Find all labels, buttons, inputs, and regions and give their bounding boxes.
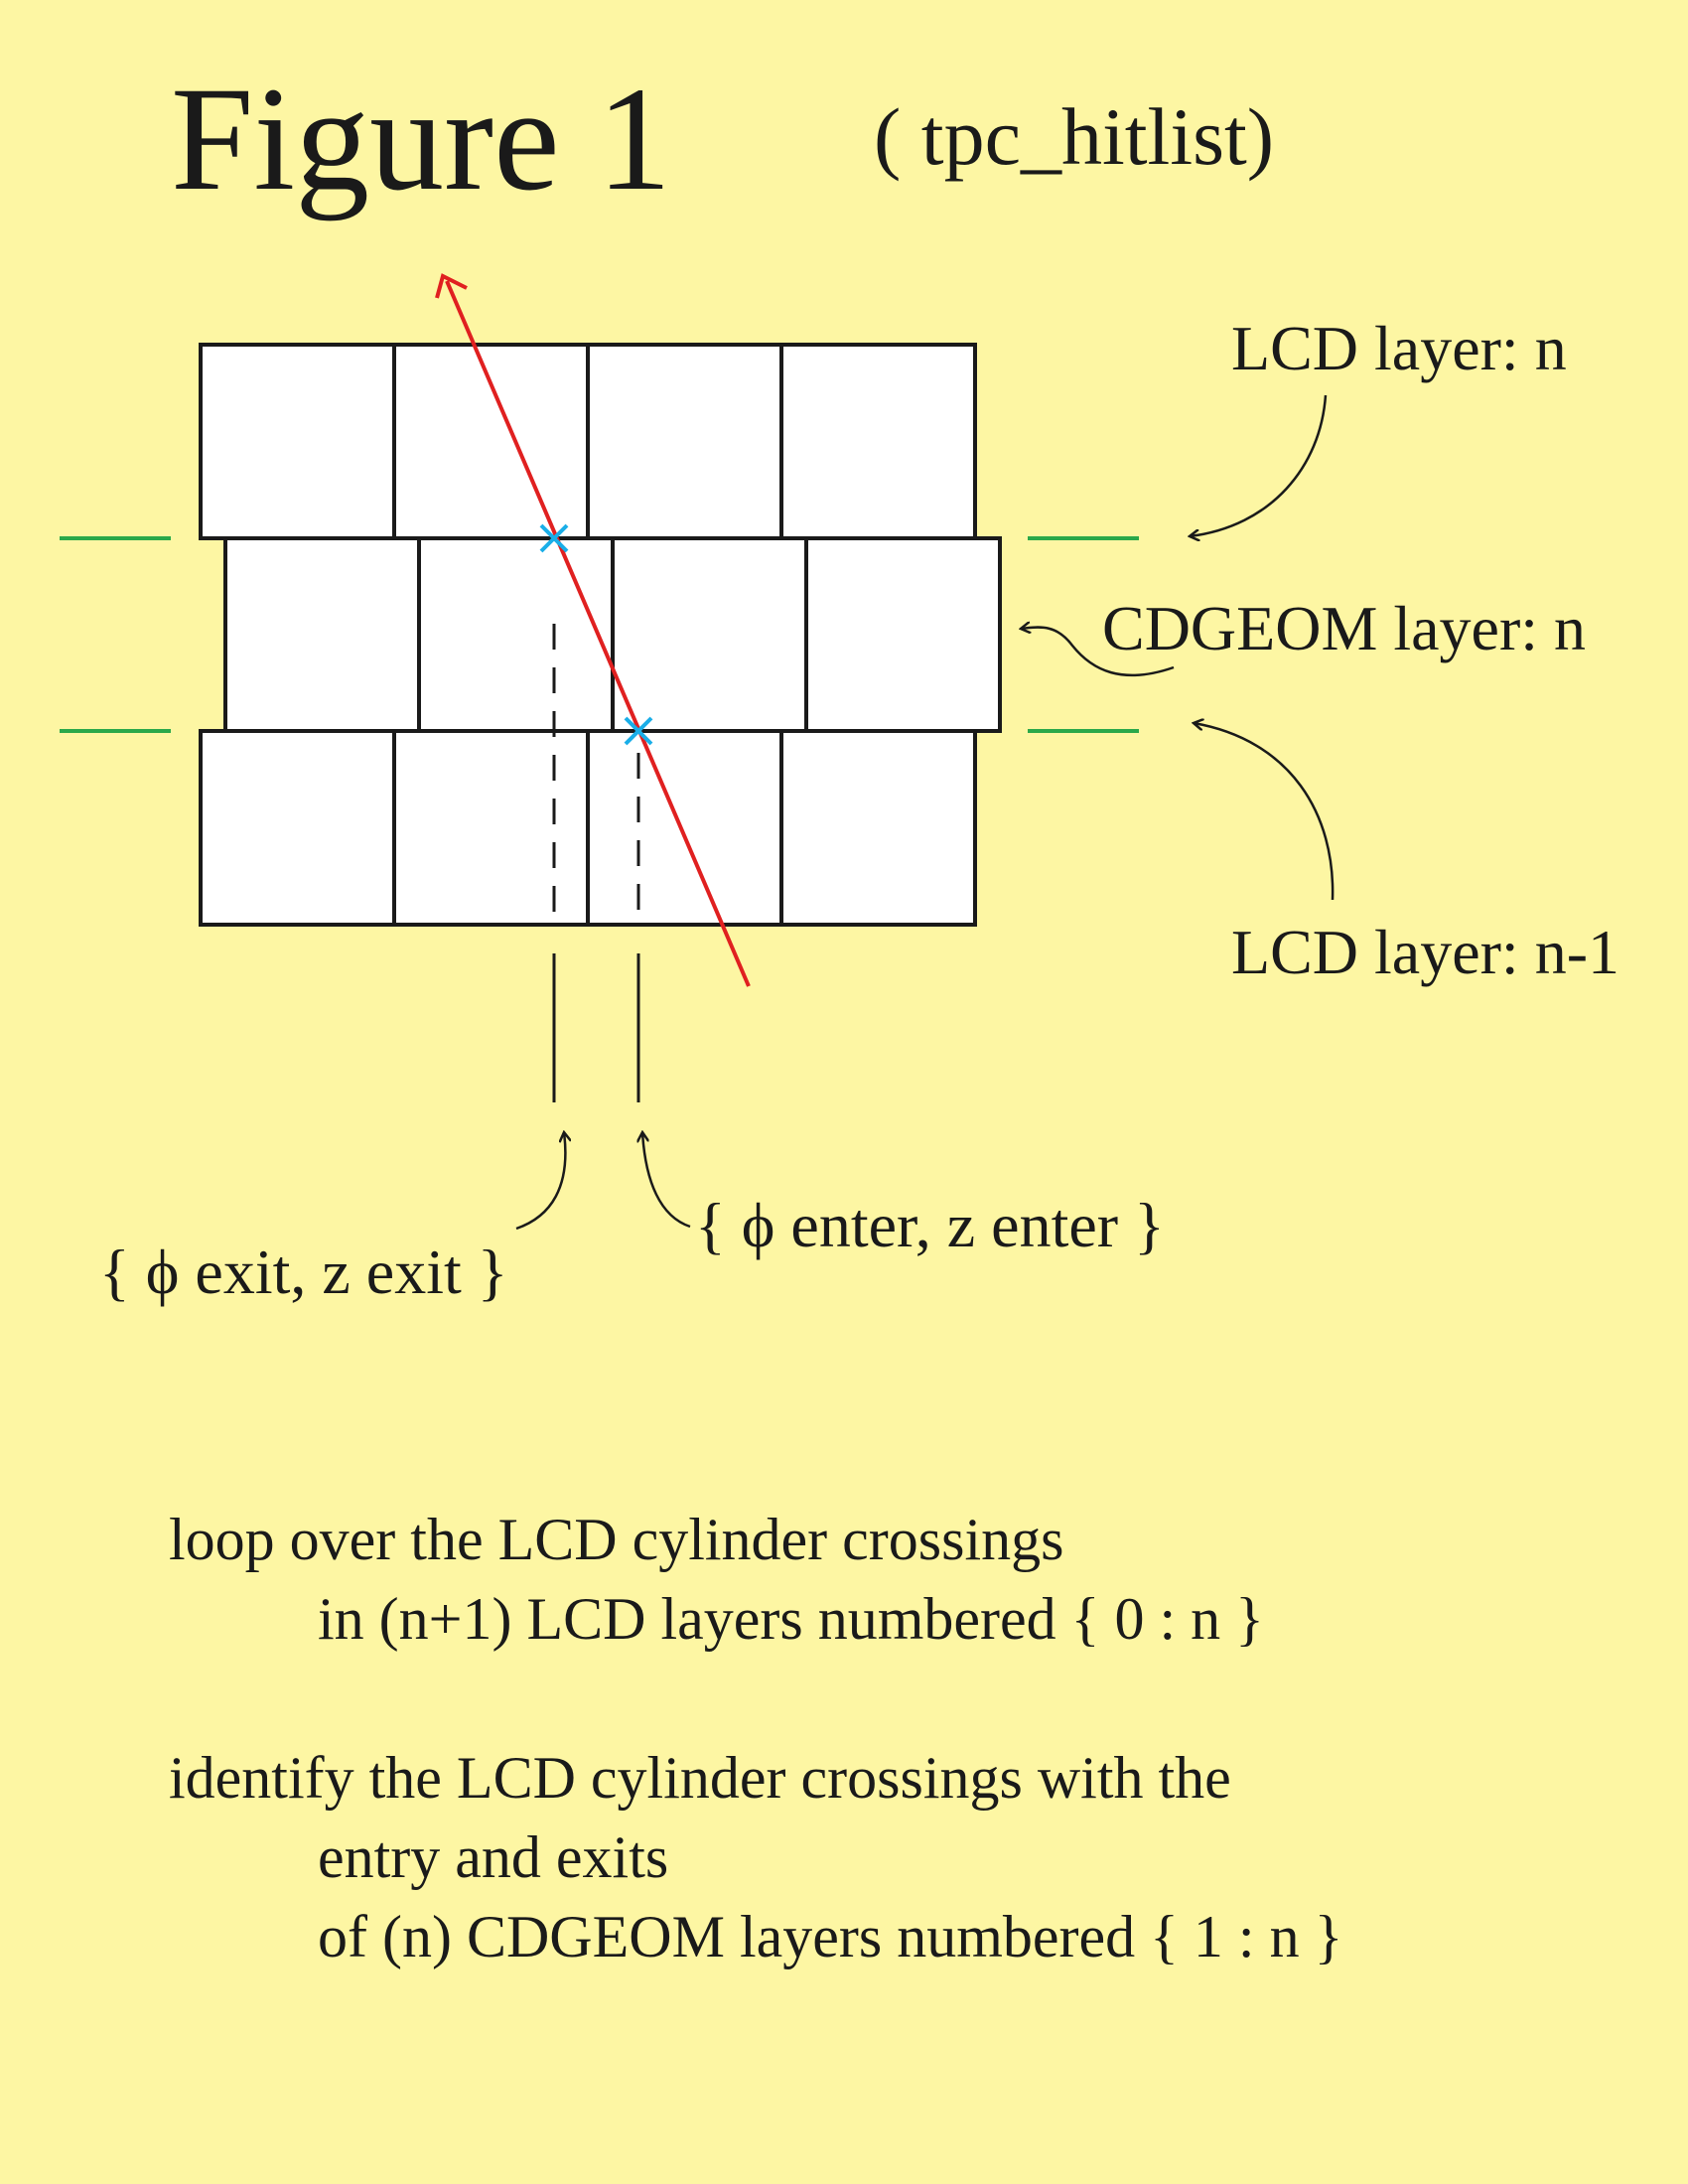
lcd-layer-n-cells: [199, 343, 977, 540]
cell: [586, 729, 783, 927]
cdgeom-layer-n-arrow: [1021, 628, 1175, 677]
exit-coords-label: { ϕ exit, z exit }: [99, 1237, 507, 1307]
cell: [586, 343, 783, 540]
cell: [804, 536, 1002, 733]
description-line-2: in (n+1) LCD layers numbered { 0 : n }: [318, 1586, 1264, 1652]
enter-coords-label: { ϕ enter, z enter }: [695, 1190, 1165, 1260]
cell: [417, 536, 615, 733]
cell: [392, 729, 590, 927]
cell: [779, 343, 977, 540]
cdgeom-layer-n-cells: [223, 536, 1002, 733]
cell: [199, 729, 396, 927]
lcd-layer-n-minus-1-arrow: [1194, 723, 1335, 901]
cell: [611, 536, 808, 733]
enter-coords-arrow: [642, 1132, 691, 1229]
lcd-layer-n-arrow: [1190, 394, 1328, 536]
lcd-layer-n-label: LCD layer: n: [1231, 313, 1567, 383]
lcd-layer-n-minus-1-cells: [199, 729, 977, 927]
figure-title: Figure 1: [171, 57, 671, 221]
cell: [223, 536, 421, 733]
layer-boundary-markers: [60, 536, 1139, 733]
annotation-arrows: [515, 394, 1335, 1231]
description-line-1: loop over the LCD cylinder crossings: [169, 1507, 1064, 1572]
cell: [199, 343, 396, 540]
cell: [779, 729, 977, 927]
crossing-leaders: [552, 953, 640, 1102]
description-line-5: of (n) CDGEOM layers numbered { 1 : n }: [318, 1904, 1343, 1969]
description-line-3: identify the LCD cylinder crossings with…: [169, 1745, 1231, 1811]
figure-subtitle: ( tpc_hitlist): [874, 91, 1274, 182]
lcd-layer-n-minus-1-label: LCD layer: n-1: [1231, 917, 1619, 987]
exit-coords-arrow: [515, 1132, 565, 1231]
cell: [392, 343, 590, 540]
cdgeom-layer-n-label: CDGEOM layer: n: [1102, 593, 1586, 663]
crossing-marks: [539, 523, 653, 746]
crossing-projections: [552, 624, 640, 925]
exit-crossing-mark: [539, 523, 569, 553]
particle-track-arrowhead: [435, 273, 468, 299]
description-line-4: entry and exits: [318, 1824, 669, 1890]
enter-crossing-mark: [624, 716, 653, 746]
particle-track-line: [445, 280, 751, 987]
